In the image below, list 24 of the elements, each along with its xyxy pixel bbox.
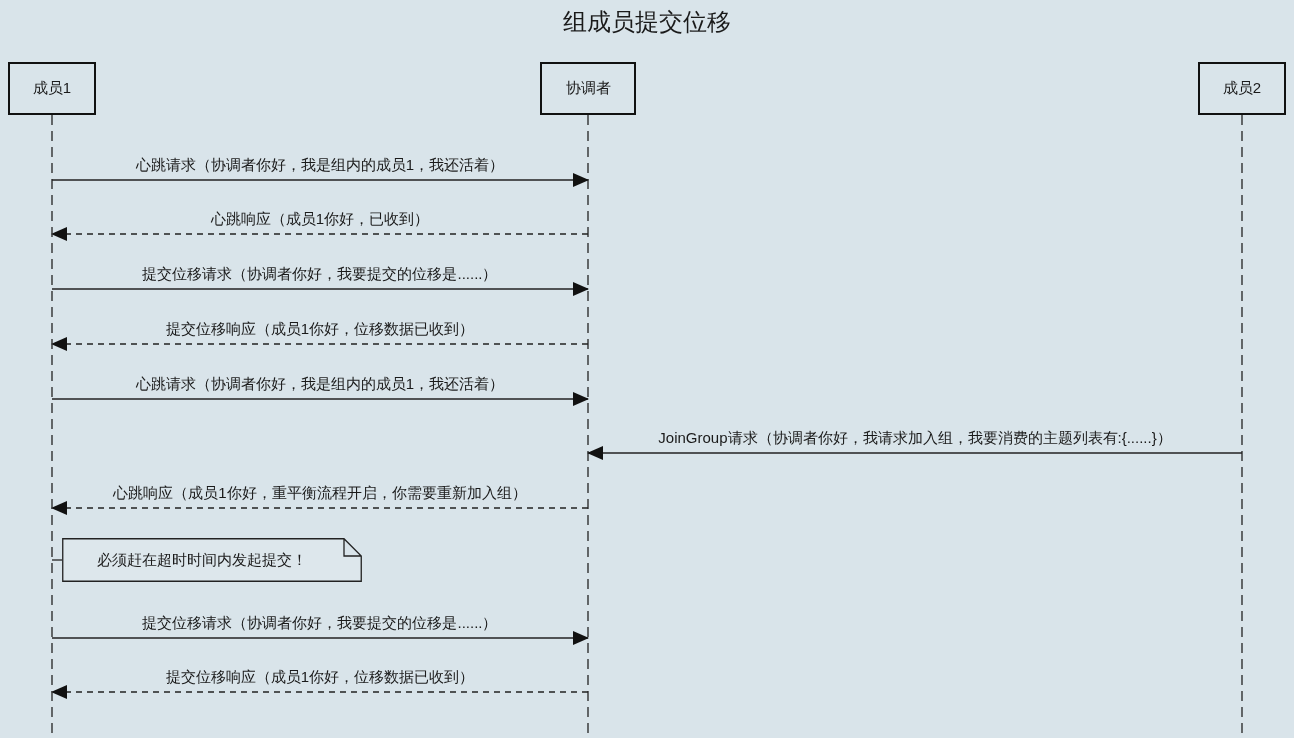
- participant-box: 成员1: [8, 62, 96, 115]
- participant-box: 协调者: [540, 62, 636, 115]
- message-label: 提交位移请求（协调者你好，我要提交的位移是......）: [142, 264, 498, 284]
- message-arrow: [51, 227, 589, 241]
- message-arrow: [51, 173, 589, 187]
- message-arrow: [51, 501, 589, 515]
- message-arrow: [51, 685, 589, 699]
- message-arrow: [51, 631, 589, 645]
- message-arrow: [587, 446, 1243, 460]
- message-label: JoinGroup请求（协调者你好，我请求加入组，我要消费的主题列表有:{......}）: [658, 428, 1172, 448]
- message-arrow: [51, 282, 589, 296]
- diagram-title: 组成员提交位移: [563, 7, 731, 37]
- note-connector: [51, 559, 63, 561]
- participant-box: 成员2: [1198, 62, 1286, 115]
- message-label: 提交位移请求（协调者你好，我要提交的位移是......）: [142, 613, 498, 633]
- message-label: 心跳响应（成员1你好，已收到）: [210, 209, 430, 229]
- message-label: 心跳请求（协调者你好，我是组内的成员1，我还活着）: [135, 374, 505, 394]
- message-arrow: [51, 337, 589, 351]
- message-label: 提交位移响应（成员1你好，位移数据已收到）: [165, 319, 475, 339]
- message-label: 心跳响应（成员1你好，重平衡流程开启，你需要重新加入组）: [113, 483, 527, 503]
- message-label: 心跳请求（协调者你好，我是组内的成员1，我还活着）: [135, 155, 505, 175]
- message-label: 提交位移响应（成员1你好，位移数据已收到）: [165, 667, 475, 687]
- note-box: 必须赶在超时时间内发起提交！: [62, 538, 362, 582]
- message-arrow: [51, 392, 589, 406]
